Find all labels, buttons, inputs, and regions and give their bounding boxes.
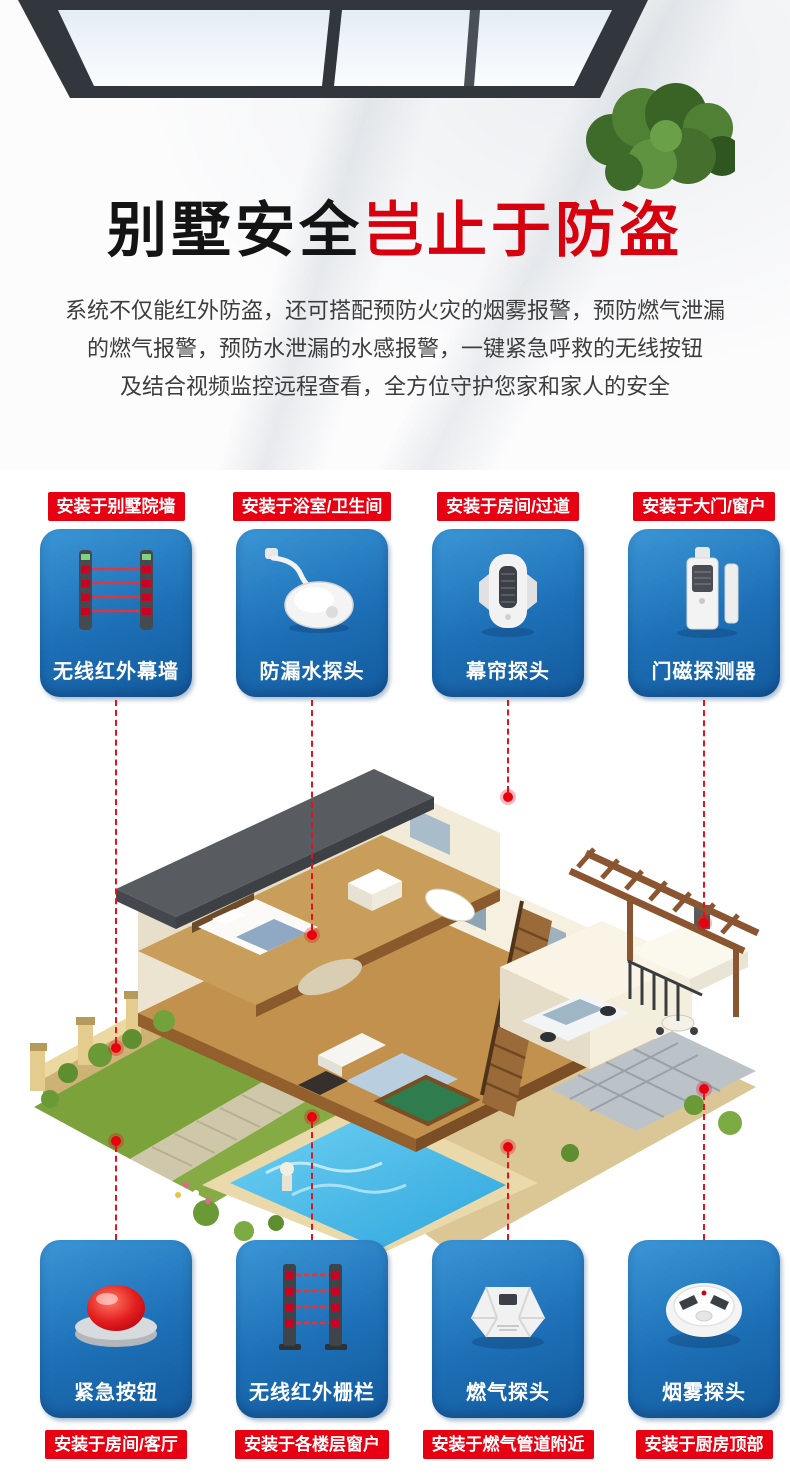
infrared-curtain-wall-icon <box>40 529 192 655</box>
product-tile: 无线红外栅栏 <box>236 1240 388 1418</box>
connector-line <box>311 1122 313 1240</box>
connector-dot <box>503 792 513 802</box>
install-location-label: 安装于各楼层窗户 <box>235 1430 389 1459</box>
product-card-infrared-fence: 无线红外栅栏 安装于各楼层窗户 <box>235 1240 389 1459</box>
gas-detector-icon <box>432 1240 584 1376</box>
install-location-label: 安装于厨房顶部 <box>635 1430 773 1459</box>
product-name: 门磁探测器 <box>651 661 757 683</box>
smoke-detector-icon <box>628 1240 780 1376</box>
product-tile: 无线红外幕墙 <box>40 529 192 697</box>
connector-dot <box>111 1043 121 1053</box>
install-location-text: 安装于大门/窗户 <box>642 497 766 516</box>
title-black: 别墅安全 <box>107 197 363 264</box>
connector-line <box>115 700 117 1043</box>
product-card-smoke-detector: 烟雾探头 安装于厨房顶部 <box>628 1240 780 1459</box>
install-location-label: 安装于大门/窗户 <box>633 492 775 521</box>
villa-bushes <box>41 1010 742 1241</box>
product-name: 防漏水探头 <box>259 661 365 683</box>
product-name: 幕帘探头 <box>466 661 550 683</box>
villa-patio <box>550 1031 756 1131</box>
connector-line <box>311 700 313 930</box>
product-card-gas-detector: 燃气探头 安装于燃气管道附近 <box>422 1240 594 1459</box>
skylight-photo <box>18 0 648 98</box>
connector-dot <box>699 1084 709 1094</box>
product-name: 烟雾探头 <box>662 1382 746 1404</box>
infrared-fence-icon <box>236 1240 388 1376</box>
product-name: 燃气探头 <box>466 1382 550 1404</box>
villa-isometric-illustration <box>30 769 760 1255</box>
door-magnet-detector-icon <box>628 529 780 655</box>
install-location-text: 安装于厨房顶部 <box>644 1435 764 1454</box>
product-card-curtain-detector: 安装于房间/过道 幕帘探头 <box>432 492 584 697</box>
product-tile: 防漏水探头 <box>236 529 388 697</box>
villa-gate-fence <box>627 959 703 1021</box>
install-location-label: 安装于房间/客厅 <box>45 1430 187 1459</box>
connector-dot <box>111 1136 121 1146</box>
install-location-text: 安装于燃气管道附近 <box>431 1435 585 1454</box>
connector-dot <box>307 1112 317 1122</box>
install-location-label: 安装于燃气管道附近 <box>422 1430 594 1459</box>
intro-line-3: 及结合视频监控远程查看，全方位守护您家和家人的安全 <box>119 374 670 399</box>
product-card-door-magnet: 安装于大门/窗户 门磁探测器 <box>628 492 780 697</box>
connector-line <box>507 1152 509 1240</box>
install-location-text: 安装于各楼层窗户 <box>244 1435 380 1454</box>
product-tile: 紧急按钮 <box>40 1240 192 1418</box>
product-name: 紧急按钮 <box>74 1382 158 1404</box>
install-location-label: 安装于房间/过道 <box>437 492 579 521</box>
product-tile: 幕帘探头 <box>432 529 584 697</box>
install-location-text: 安装于房间/客厅 <box>54 1435 178 1454</box>
product-tile: 燃气探头 <box>432 1240 584 1418</box>
connector-dot <box>307 930 317 940</box>
install-location-text: 安装于别墅院墙 <box>56 497 176 516</box>
connector-dot <box>699 918 709 928</box>
intro-paragraph: 系统不仅能红外防盗，还可搭配预防火灾的烟雾报警，预防燃气泄漏 的燃气报警，预防水… <box>30 292 760 406</box>
install-location-text: 安装于浴室/卫生间 <box>241 497 383 516</box>
connector-line <box>507 700 509 792</box>
emergency-button-icon <box>40 1240 192 1376</box>
connector-line <box>115 1146 117 1240</box>
plant-photo <box>586 83 735 191</box>
product-card-infrared-curtain-wall: 安装于别墅院墙 <box>40 492 192 697</box>
villa-house <box>116 769 748 1152</box>
install-location-label: 安装于别墅院墙 <box>47 492 185 521</box>
product-tile: 烟雾探头 <box>628 1240 780 1418</box>
title-red: 岂止于防盗 <box>363 197 683 264</box>
install-location-text: 安装于房间/过道 <box>446 497 570 516</box>
villa-pool <box>202 1101 538 1255</box>
connector-line <box>703 700 705 918</box>
product-name: 无线红外栅栏 <box>249 1382 375 1404</box>
product-name: 无线红外幕墙 <box>53 661 179 683</box>
intro-line-2: 的燃气报警，预防水泄漏的水感报警，一键紧急呼救的无线按钮 <box>86 336 703 361</box>
connector-line <box>703 1094 705 1240</box>
curtain-detector-icon <box>432 529 584 655</box>
product-card-emergency-button: 紧急按钮 安装于房间/客厅 <box>40 1240 192 1459</box>
intro-line-1: 系统不仅能红外防盗，还可搭配预防火灾的烟雾报警，预防燃气泄漏 <box>64 298 725 323</box>
install-location-label: 安装于浴室/卫生间 <box>232 492 392 521</box>
connector-dot <box>503 1142 513 1152</box>
page-title: 别墅安全岂止于防盗 <box>0 182 790 269</box>
product-card-water-leak: 安装于浴室/卫生间 防漏水探头 <box>232 492 392 697</box>
product-tile: 门磁探测器 <box>628 529 780 697</box>
water-leak-detector-icon <box>236 529 388 655</box>
